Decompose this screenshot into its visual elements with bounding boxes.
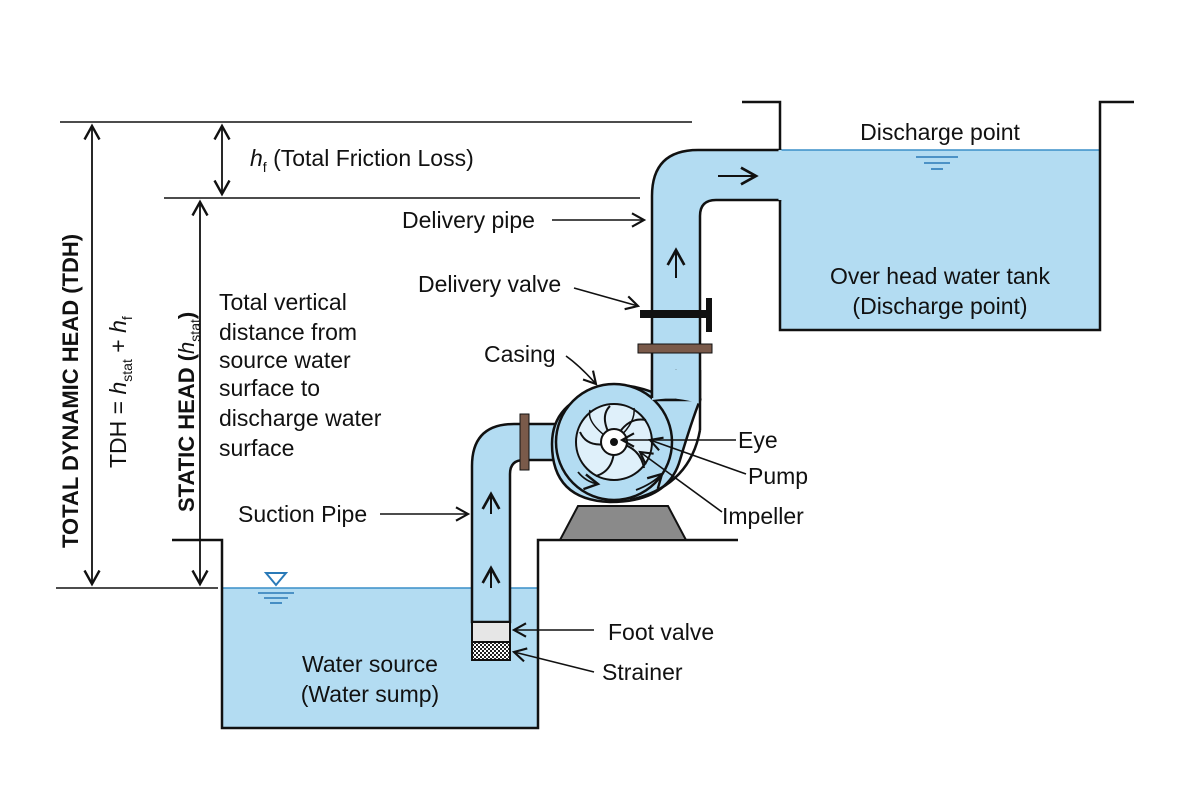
eye-label: Eye [738,427,778,453]
svg-text:source water: source water [219,347,351,373]
water-source-label: Water source [302,651,438,677]
delivery-pipe-label: Delivery pipe [402,207,535,233]
delivery-valve [640,298,712,332]
suction-pipe-label: Suction Pipe [238,501,367,527]
sump-water-level-symbol [258,572,294,604]
svg-text:Total vertical: Total vertical [219,289,347,315]
tank-walls [742,100,1134,332]
hf-label: hf (Total Friction Loss) [250,145,474,175]
impeller-label: Impeller [722,503,804,529]
discharge-point-label: Discharge point [860,119,1020,145]
casing-label: Casing [484,341,556,367]
svg-text:surface: surface [219,435,294,461]
static-head-description: Total vertical distance from source wate… [219,289,382,461]
overhead-tank [742,100,1134,332]
tank-water [780,150,1100,330]
strainer [471,641,511,661]
foot-valve [471,621,511,643]
pump-label: Pump [748,463,808,489]
head-dimensions [56,121,692,589]
suction-flange [519,413,530,471]
delivery-pipe [637,148,782,404]
static-head-label: STATIC HEAD (hstat) [174,312,203,512]
svg-text:discharge water: discharge water [219,405,382,431]
svg-text:surface to: surface to [219,375,320,401]
centrifugal-pump [550,370,702,541]
tank-sublabel: (Discharge point) [852,293,1027,319]
strainer-label: Strainer [602,659,683,685]
tdh-formula: TDH = hstat + hf [105,316,135,468]
delivery-valve-label: Delivery valve [418,271,561,297]
water-sump-label: (Water sump) [301,681,439,707]
tank-label: Over head water tank [830,263,1050,289]
delivery-flange [637,343,713,354]
impeller [575,403,653,481]
tdh-title: TOTAL DYNAMIC HEAD (TDH) [58,234,83,548]
svg-text:distance from: distance from [219,319,357,345]
foot-valve-label: Foot valve [608,619,714,645]
tank-water-level-symbol [916,156,958,170]
pump-base [558,505,688,541]
